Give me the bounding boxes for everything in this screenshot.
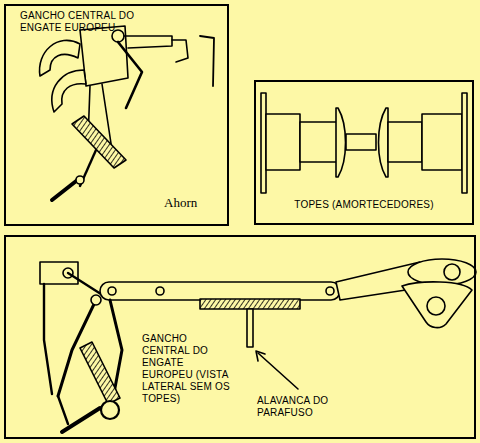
panel-caption: GANCHO CENTRAL DO ENGATE EUROPEU (VISTA …: [142, 333, 237, 405]
illustration-panel: GANCHO CENTRAL DO ENGATE EUROPEU Ahorn: [4, 4, 229, 226]
illustration-panel: TOPES (AMORTECEDORES): [254, 80, 474, 225]
signature: Ahorn: [164, 196, 214, 210]
hook-side-view: [40, 259, 476, 432]
buffers: [261, 93, 467, 193]
hook-front-view: [40, 26, 214, 200]
leader-arrow: [256, 351, 298, 389]
illustration-panel: GANCHO CENTRAL DO ENGATE EUROPEU (VISTA …: [4, 235, 476, 439]
panel-caption: GANCHO CENTRAL DO ENGATE EUROPEU: [20, 10, 150, 34]
callout-label: ALAVANCA DO PARAFUSO: [257, 395, 357, 419]
panel-caption: TOPES (AMORTECEDORES): [276, 199, 452, 211]
